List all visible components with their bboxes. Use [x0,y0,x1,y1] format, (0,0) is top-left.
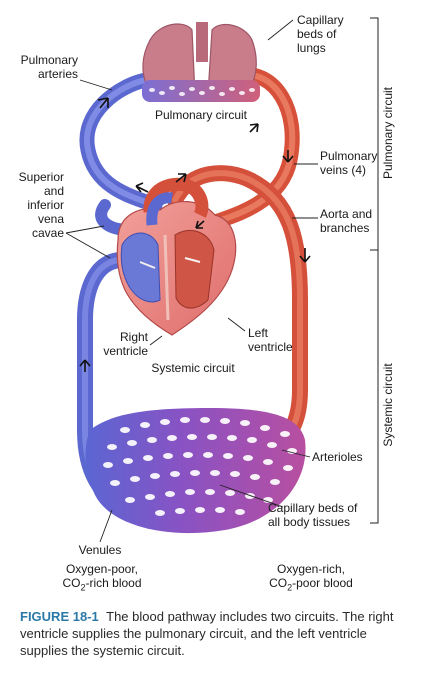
leader-vena-cavae [65,225,111,259]
leader-arterioles [281,449,311,458]
label-capillary-lungs: Capillary beds of lungs [297,13,344,55]
side-label-systemic-circuit: Systemic circuit [381,363,395,447]
leader-right-ventricle [149,335,163,346]
circuit-brackets [370,17,379,524]
arrow-aortic-arch [175,173,187,183]
label-left-ventricle: Left ventricle [248,326,293,354]
arrow-pulmonary-vein [282,150,294,163]
arrow-vena-cava-up [79,359,91,372]
bracket-pulmonary [370,17,379,251]
label-pulmonary-circuit: Pulmonary circuit [154,108,248,122]
label-oxygen-poor: Oxygen-poor, CO2-rich blood [62,562,142,593]
leader-left-ventricle [227,317,246,332]
side-label-pulmonary-circuit: Pulmonary circuit [381,86,395,180]
arrow-to-pulmonary [135,182,149,193]
leader-venules [99,509,113,543]
caption-text: The blood pathway includes two circuits.… [20,609,394,658]
figure-caption: FIGURE 18-1 The blood pathway includes t… [20,608,412,659]
leader-capillary-body [219,484,284,508]
lung-capillary-bed [142,80,260,102]
label-vena-cavae: Superior and inferior vena cavae [18,170,64,240]
aorta-vessel [167,165,308,458]
arrow-into-left-atrium [195,220,205,229]
label-capillary-body: Capillary beds of all body tissues [268,501,358,529]
label-arterioles: Arterioles [312,450,363,464]
body-capillary-bed [85,408,306,534]
heart [116,177,237,336]
label-pulmonary-veins: Pulmonary veins (4) [320,149,378,177]
label-right-ventricle: Right ventricle [103,330,148,358]
arrow-aorta-down [299,248,311,263]
arrow-pulmonary-artery [97,97,109,109]
arrow-lung-return [249,123,259,133]
flow-arrows [79,97,311,372]
leader-lines [65,19,318,543]
leader-pulmonary-arteries [79,79,113,91]
circulation-diagram: Capillary beds of lungs Pulmonary arteri… [18,13,395,593]
label-systemic-circuit: Systemic circuit [151,361,235,375]
label-venules: Venules [78,543,122,557]
label-pulmonary-arteries: Pulmonary arteries [20,53,78,81]
label-aorta-branches: Aorta and branches [320,207,373,235]
bracket-systemic [370,250,379,524]
leader-capillary-lungs [267,19,294,41]
circulation-illustration [65,17,379,543]
pulmonary-artery-vessel [79,72,163,213]
label-oxygen-rich: Oxygen-rich, CO2-poor blood [269,562,353,593]
figure-number: FIGURE 18-1 [20,609,99,624]
